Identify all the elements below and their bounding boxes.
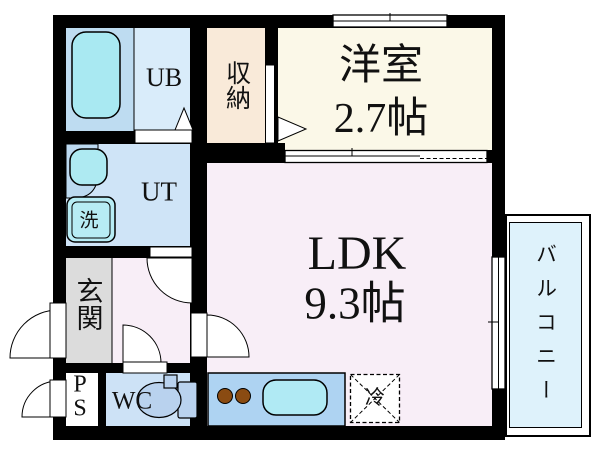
- wc-door-opening: [122, 361, 168, 374]
- room-label-genkan: 玄関: [72, 277, 103, 331]
- closet-door-triangle-icon: [277, 116, 308, 142]
- room-label-balcony: バルコニー: [533, 243, 558, 413]
- room-size-western: 2.7帖: [333, 96, 429, 142]
- ub-door-triangle-icon: [174, 106, 194, 131]
- room-ub: [134, 28, 190, 131]
- balcony-floor: [509, 222, 582, 428]
- room-size-ldk: 9.3帖: [304, 278, 406, 329]
- washing-machine-inner: [71, 201, 111, 239]
- wall-ps-wc: [98, 373, 106, 426]
- bathtub-icon: [71, 31, 121, 119]
- toilet-bowl-icon: [136, 381, 182, 419]
- wc-door-swing: [122, 324, 162, 364]
- refrigerator-box-icon: [349, 373, 401, 424]
- wall-partition-stub: [487, 150, 505, 163]
- room-label-western: 洋室: [338, 43, 424, 89]
- room-label-wc: WC: [111, 387, 153, 415]
- ldk-door-swing: [206, 314, 250, 358]
- ldk-door-opening: [190, 312, 208, 358]
- room-label-ub: UB: [145, 63, 183, 92]
- toilet-button-icon: [163, 374, 178, 389]
- closet-door-opening: [265, 64, 275, 144]
- washbasin-icon: [69, 148, 108, 186]
- ut-door-opening: [149, 246, 193, 258]
- room-closet: [207, 28, 265, 143]
- stove-burner-icon: [217, 388, 233, 404]
- room-label-closet: 収納: [222, 60, 250, 110]
- washing-machine-icon: [66, 196, 116, 243]
- stove-burner-icon: [235, 388, 251, 404]
- wall-bottom: [53, 426, 505, 440]
- kitchen-sink-icon: [262, 379, 328, 416]
- ub-door-opening: [134, 129, 193, 144]
- ut-door-swing: [146, 257, 193, 304]
- wall-closet-bottom: [190, 143, 285, 163]
- room-genkan: [66, 258, 113, 363]
- fixture-label-fridge: 冷: [365, 387, 385, 409]
- room-western: [278, 26, 492, 151]
- room-label-ldk: LDK: [307, 227, 407, 280]
- ps-door-leaf: [49, 379, 67, 418]
- fixture-label-washer: 洗: [79, 210, 99, 232]
- room-ps: [66, 373, 98, 426]
- room-label-ps: PS: [73, 371, 87, 421]
- entrance-door-leaf: [49, 302, 67, 359]
- refrigerator-cross: [350, 374, 400, 423]
- room-label-ut: UT: [141, 176, 177, 207]
